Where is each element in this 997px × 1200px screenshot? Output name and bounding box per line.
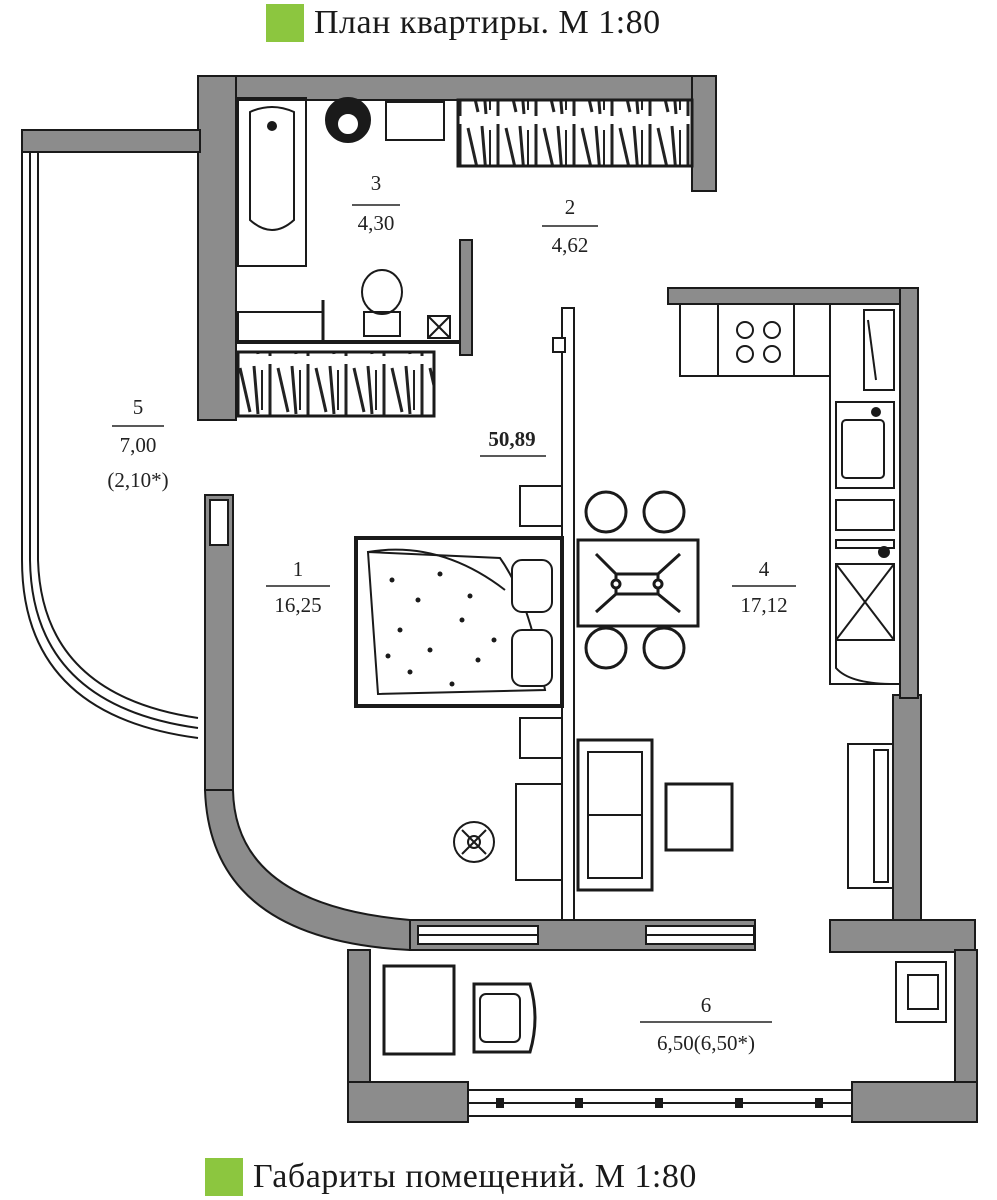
wardrobe-icon (236, 98, 694, 418)
stove-icon (736, 321, 781, 363)
loggia-furniture (382, 961, 947, 1056)
plan-title-text: План квартиры. М 1:80 (314, 4, 661, 41)
green-square-marker (205, 1158, 243, 1196)
green-square-marker (266, 4, 304, 42)
toilet-icon (361, 269, 403, 337)
dining-table-icon (576, 490, 700, 670)
room-label-5: 5 7,00 (2,10*) (107, 395, 168, 492)
kitchen (679, 303, 901, 685)
svg-text:(2,10*): (2,10*) (107, 468, 168, 492)
svg-text:4,62: 4,62 (552, 233, 589, 257)
sink-icon (835, 401, 895, 489)
ventilation-icon (453, 821, 495, 863)
svg-text:7,00: 7,00 (120, 433, 157, 457)
svg-text:4,30: 4,30 (358, 211, 395, 235)
armchair-icon (664, 782, 734, 852)
svg-text:3: 3 (371, 171, 382, 195)
svg-text:6: 6 (701, 993, 712, 1017)
dimensions-title: Габариты помещений. М 1:80 (205, 1158, 697, 1196)
bedside-tables (519, 485, 563, 759)
plan-title: План квартиры. М 1:80 (266, 4, 661, 42)
svg-text:17,12: 17,12 (740, 593, 787, 617)
svg-text:6,50(6,50*): 6,50(6,50*) (657, 1031, 755, 1055)
dimensions-title-text: Габариты помещений. М 1:80 (253, 1158, 697, 1195)
dresser (515, 783, 563, 881)
svg-text:16,25: 16,25 (274, 593, 321, 617)
room-label-1: 1 16,25 (266, 557, 330, 617)
bathtub-icon (249, 106, 295, 231)
room-label-3: 3 4,30 (352, 171, 400, 235)
room-label-2: 2 4,62 (542, 195, 598, 257)
total-area-label: 50,89 (480, 427, 546, 457)
room-label-6: 6 6,50(6,50*) (640, 993, 772, 1055)
svg-text:5: 5 (133, 395, 144, 419)
sofa-icon (576, 738, 654, 892)
svg-text:1: 1 (293, 557, 304, 581)
room-label-4: 4 17,12 (732, 557, 796, 617)
svg-text:2: 2 (565, 195, 576, 219)
balcony-5-railing (21, 152, 199, 739)
room-windows (209, 499, 755, 945)
svg-text:50,89: 50,89 (488, 427, 535, 451)
bathroom (236, 97, 460, 344)
loggia-window (467, 1089, 853, 1117)
bed-icon (354, 536, 564, 708)
washbasin-icon (325, 97, 371, 143)
floor-plan: 3 4,30 2 4,62 5 7,00 (2,10*) 50,89 1 16,… (21, 75, 978, 1123)
tv-stand (847, 743, 894, 889)
svg-text:4: 4 (759, 557, 770, 581)
